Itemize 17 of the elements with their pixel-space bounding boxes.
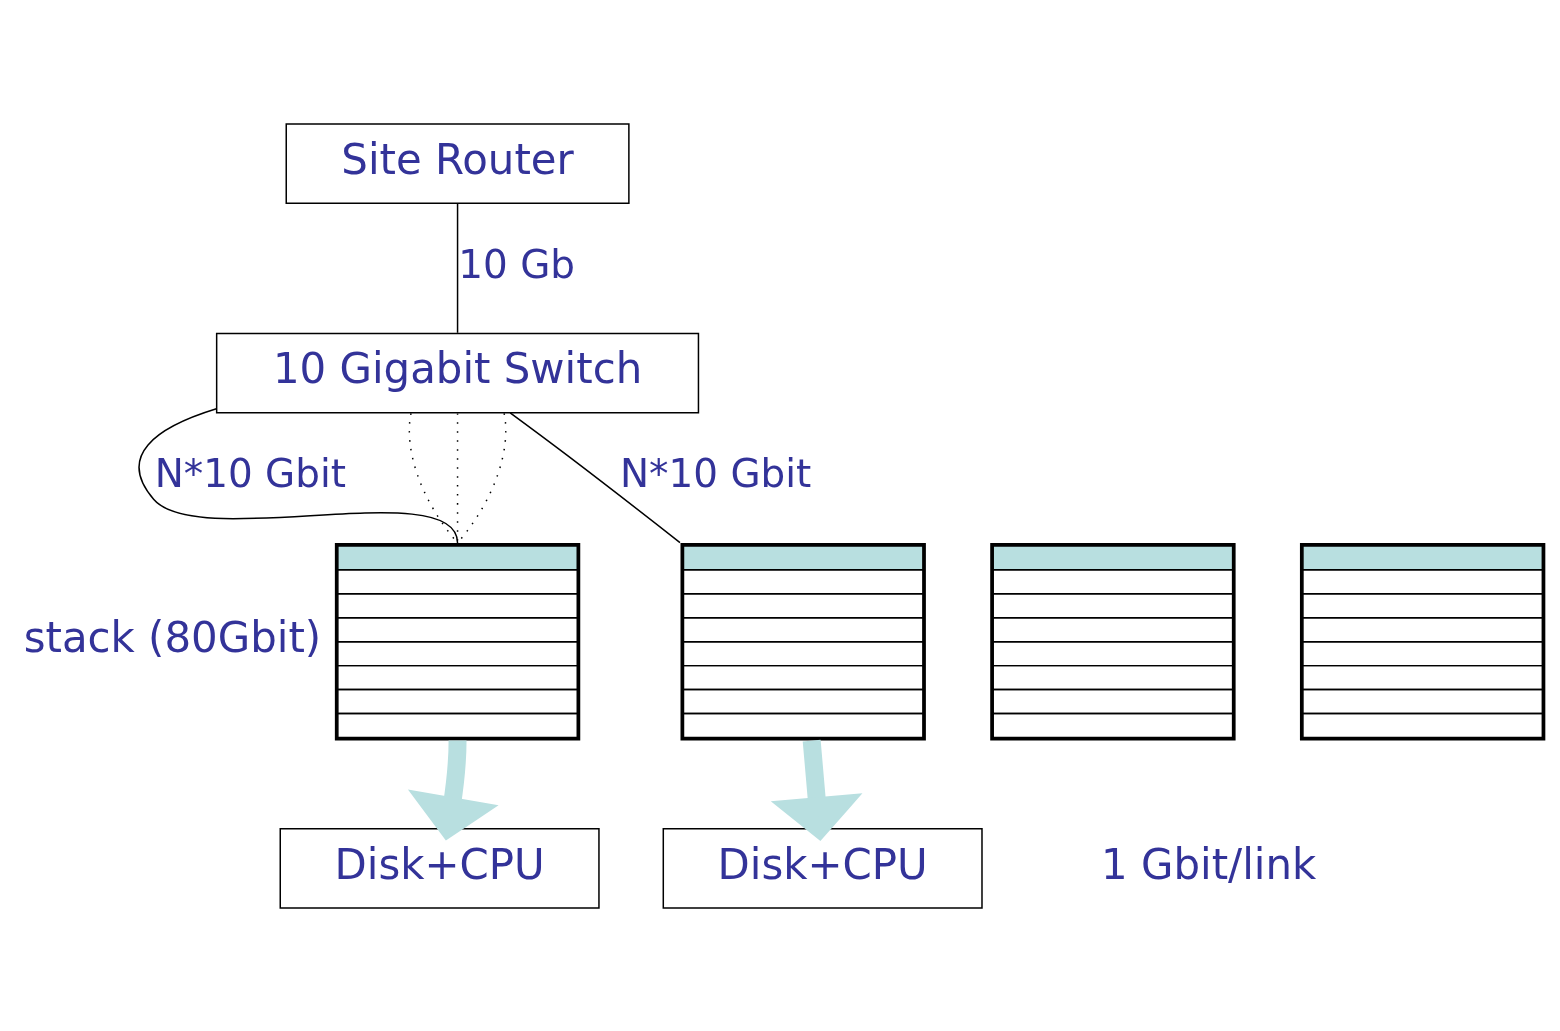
node-label: stack (80Gbit) — [23, 612, 322, 662]
node-box: 10 Gigabit Switch — [215, 332, 700, 413]
node-box: Site Router — [285, 122, 630, 204]
connector — [509, 411, 681, 543]
edge-label: N*10 Gbit — [620, 450, 812, 496]
arrow — [407, 739, 499, 841]
connector — [456, 202, 459, 333]
edge-label: 10 Gb — [458, 241, 576, 287]
node-box: Disk+CPU — [662, 827, 983, 909]
connector — [138, 407, 459, 544]
node-box: Disk+CPU — [279, 827, 600, 909]
connector — [408, 412, 459, 544]
connector — [457, 412, 507, 543]
arrow — [770, 739, 863, 841]
label: 1 Gbit/link — [1101, 839, 1317, 889]
edge-label: N*10 Gbit — [154, 450, 346, 496]
connector — [456, 412, 459, 543]
